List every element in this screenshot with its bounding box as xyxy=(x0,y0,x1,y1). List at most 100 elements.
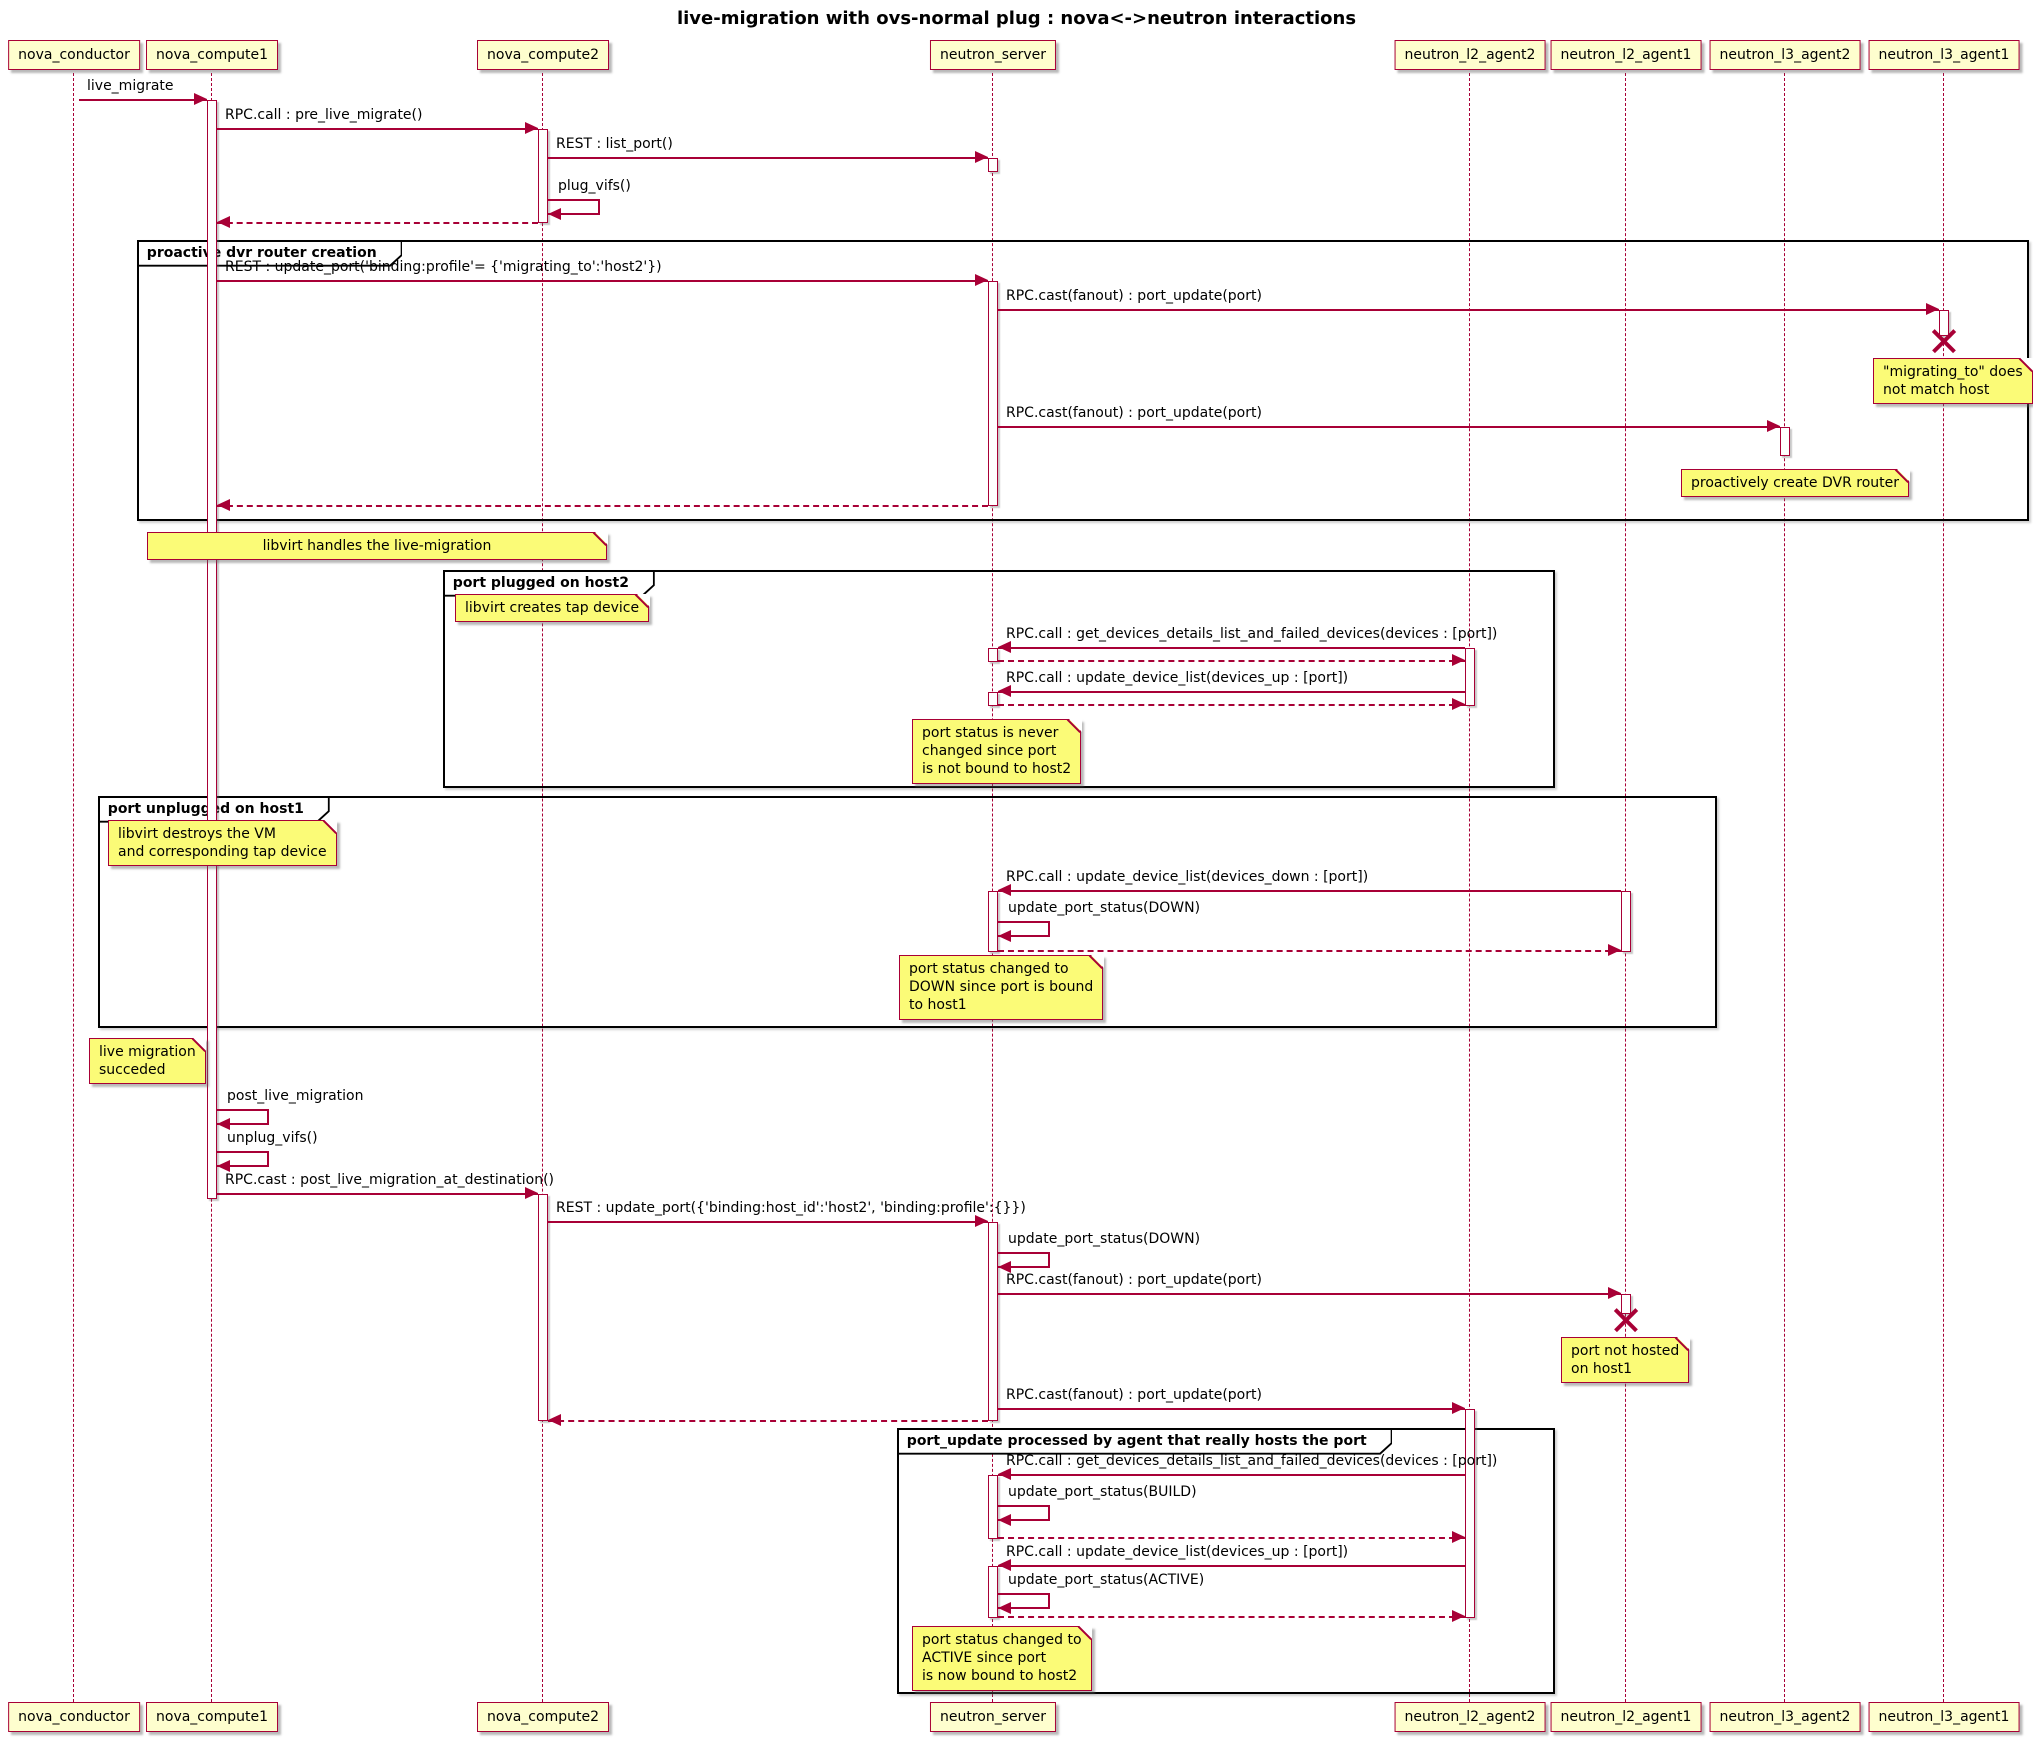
note-line: port status changed to xyxy=(909,961,1069,977)
message-line xyxy=(998,426,1780,428)
frame-label: port_update processed by agent that real… xyxy=(899,1430,1391,1453)
note-line: live migration xyxy=(99,1044,196,1060)
message-label: unplug_vifs() xyxy=(227,1130,318,1146)
activation-bar xyxy=(1465,648,1475,706)
message-line xyxy=(217,128,538,130)
arrowhead xyxy=(998,685,1011,697)
activation-bar xyxy=(988,692,998,706)
frame-label: proactive dvr router creation xyxy=(139,242,401,265)
arrowhead xyxy=(217,1160,230,1172)
message-line xyxy=(998,660,1465,662)
message-line xyxy=(998,647,1465,649)
arrowhead xyxy=(1452,1531,1465,1543)
arrowhead xyxy=(217,499,230,511)
note: libvirt creates tap device xyxy=(455,593,650,623)
message-line xyxy=(998,691,1465,693)
activation-bar xyxy=(988,1222,998,1421)
message-line xyxy=(217,222,538,224)
message-label: RPC.call : update_device_list(devices_up… xyxy=(1006,1544,1349,1560)
arrowhead xyxy=(975,1215,988,1227)
message-label: REST : update_port({'binding:host_id':'h… xyxy=(556,1200,1026,1216)
activation-bar xyxy=(1780,427,1790,456)
frame xyxy=(443,570,1555,788)
arrowhead xyxy=(1452,698,1465,710)
arrowhead xyxy=(525,122,538,134)
message-label: post_live_migration xyxy=(227,1088,364,1104)
arrowhead xyxy=(525,1187,538,1199)
frame-tab: proactive dvr router creation xyxy=(137,240,402,267)
message-line xyxy=(998,890,1621,892)
self-message-loop xyxy=(998,1505,1050,1521)
note-line: port status changed to xyxy=(922,1632,1082,1648)
arrowhead xyxy=(1452,1610,1465,1622)
activation-bar xyxy=(988,1566,998,1618)
arrowhead xyxy=(998,641,1011,653)
self-message-loop xyxy=(998,1252,1050,1268)
message-line xyxy=(998,309,1939,311)
note-line: not match host xyxy=(1883,382,1990,399)
note: libvirt handles the live-migration xyxy=(147,531,608,561)
arrowhead xyxy=(998,884,1011,896)
note-line: ACTIVE since port xyxy=(922,1650,1047,1667)
lifeline-neutron_server xyxy=(992,73,993,1702)
message-line xyxy=(217,505,988,507)
message-line xyxy=(217,280,988,282)
arrowhead xyxy=(217,216,230,228)
lifeline-neutron_l3_agent1 xyxy=(1943,73,1944,1702)
arrowhead xyxy=(548,208,561,220)
arrowhead xyxy=(998,1514,1011,1526)
message-label: update_port_status(BUILD) xyxy=(1008,1484,1197,1500)
participant-nova_conductor: nova_conductor xyxy=(8,40,140,70)
participant-neutron_l2_agent1-bottom: neutron_l2_agent1 xyxy=(1550,1702,1702,1732)
lifeline-nova_compute2 xyxy=(542,73,543,1702)
message-label: update_port_status(ACTIVE) xyxy=(1008,1572,1205,1588)
self-message-loop xyxy=(998,921,1050,937)
participant-nova_compute2-bottom: nova_compute2 xyxy=(477,1702,609,1732)
activation-bar xyxy=(988,158,998,172)
message-label: RPC.call : update_device_list(devices_up… xyxy=(1006,670,1349,686)
frame-tab: port plugged on host2 xyxy=(443,570,655,597)
message-line xyxy=(998,1537,1465,1539)
message-line xyxy=(548,1420,988,1422)
arrowhead xyxy=(217,1118,230,1130)
diagram-title: live-migration with ovs-normal plug : no… xyxy=(676,8,1357,29)
note: proactively create DVR router xyxy=(1681,468,1910,498)
activation-bar xyxy=(207,100,217,1199)
participant-neutron_l3_agent1-bottom: neutron_l3_agent1 xyxy=(1868,1702,2020,1732)
lifeline-neutron_l3_agent2 xyxy=(1784,73,1785,1702)
note-line: libvirt creates tap device xyxy=(465,600,640,616)
message-label: plug_vifs() xyxy=(558,178,631,194)
arrowhead xyxy=(998,1261,1011,1273)
participant-neutron_l3_agent1: neutron_l3_agent1 xyxy=(1868,40,2020,70)
arrowhead xyxy=(1767,420,1780,432)
arrowhead xyxy=(194,93,207,105)
self-message-loop xyxy=(217,1151,269,1167)
message-label: REST : update_port('binding:profile'= {'… xyxy=(225,259,662,275)
arrowhead xyxy=(975,151,988,163)
note-line: port status is never xyxy=(922,725,1059,741)
message-line xyxy=(998,1474,1465,1476)
self-message-loop xyxy=(548,199,600,215)
message-line xyxy=(548,1221,988,1223)
frame-tab: port_update processed by agent that real… xyxy=(897,1428,1392,1455)
participant-neutron_l2_agent2: neutron_l2_agent2 xyxy=(1394,40,1546,70)
arrowhead xyxy=(998,1468,1011,1480)
message-label: RPC.call : get_devices_details_list_and_… xyxy=(1006,1453,1498,1469)
lifeline-neutron_l2_agent2 xyxy=(1469,73,1470,1702)
participant-neutron_server-bottom: neutron_server xyxy=(929,1702,1057,1732)
arrowhead xyxy=(1452,654,1465,666)
arrowhead xyxy=(1926,303,1939,315)
message-line xyxy=(998,1616,1465,1618)
arrowhead xyxy=(1452,1402,1465,1414)
arrowhead xyxy=(1608,944,1621,956)
message-label: update_port_status(DOWN) xyxy=(1008,900,1201,916)
message-label: RPC.cast(fanout) : port_update(port) xyxy=(1006,288,1262,304)
self-message-loop xyxy=(998,1593,1050,1609)
arrowhead xyxy=(998,1602,1011,1614)
